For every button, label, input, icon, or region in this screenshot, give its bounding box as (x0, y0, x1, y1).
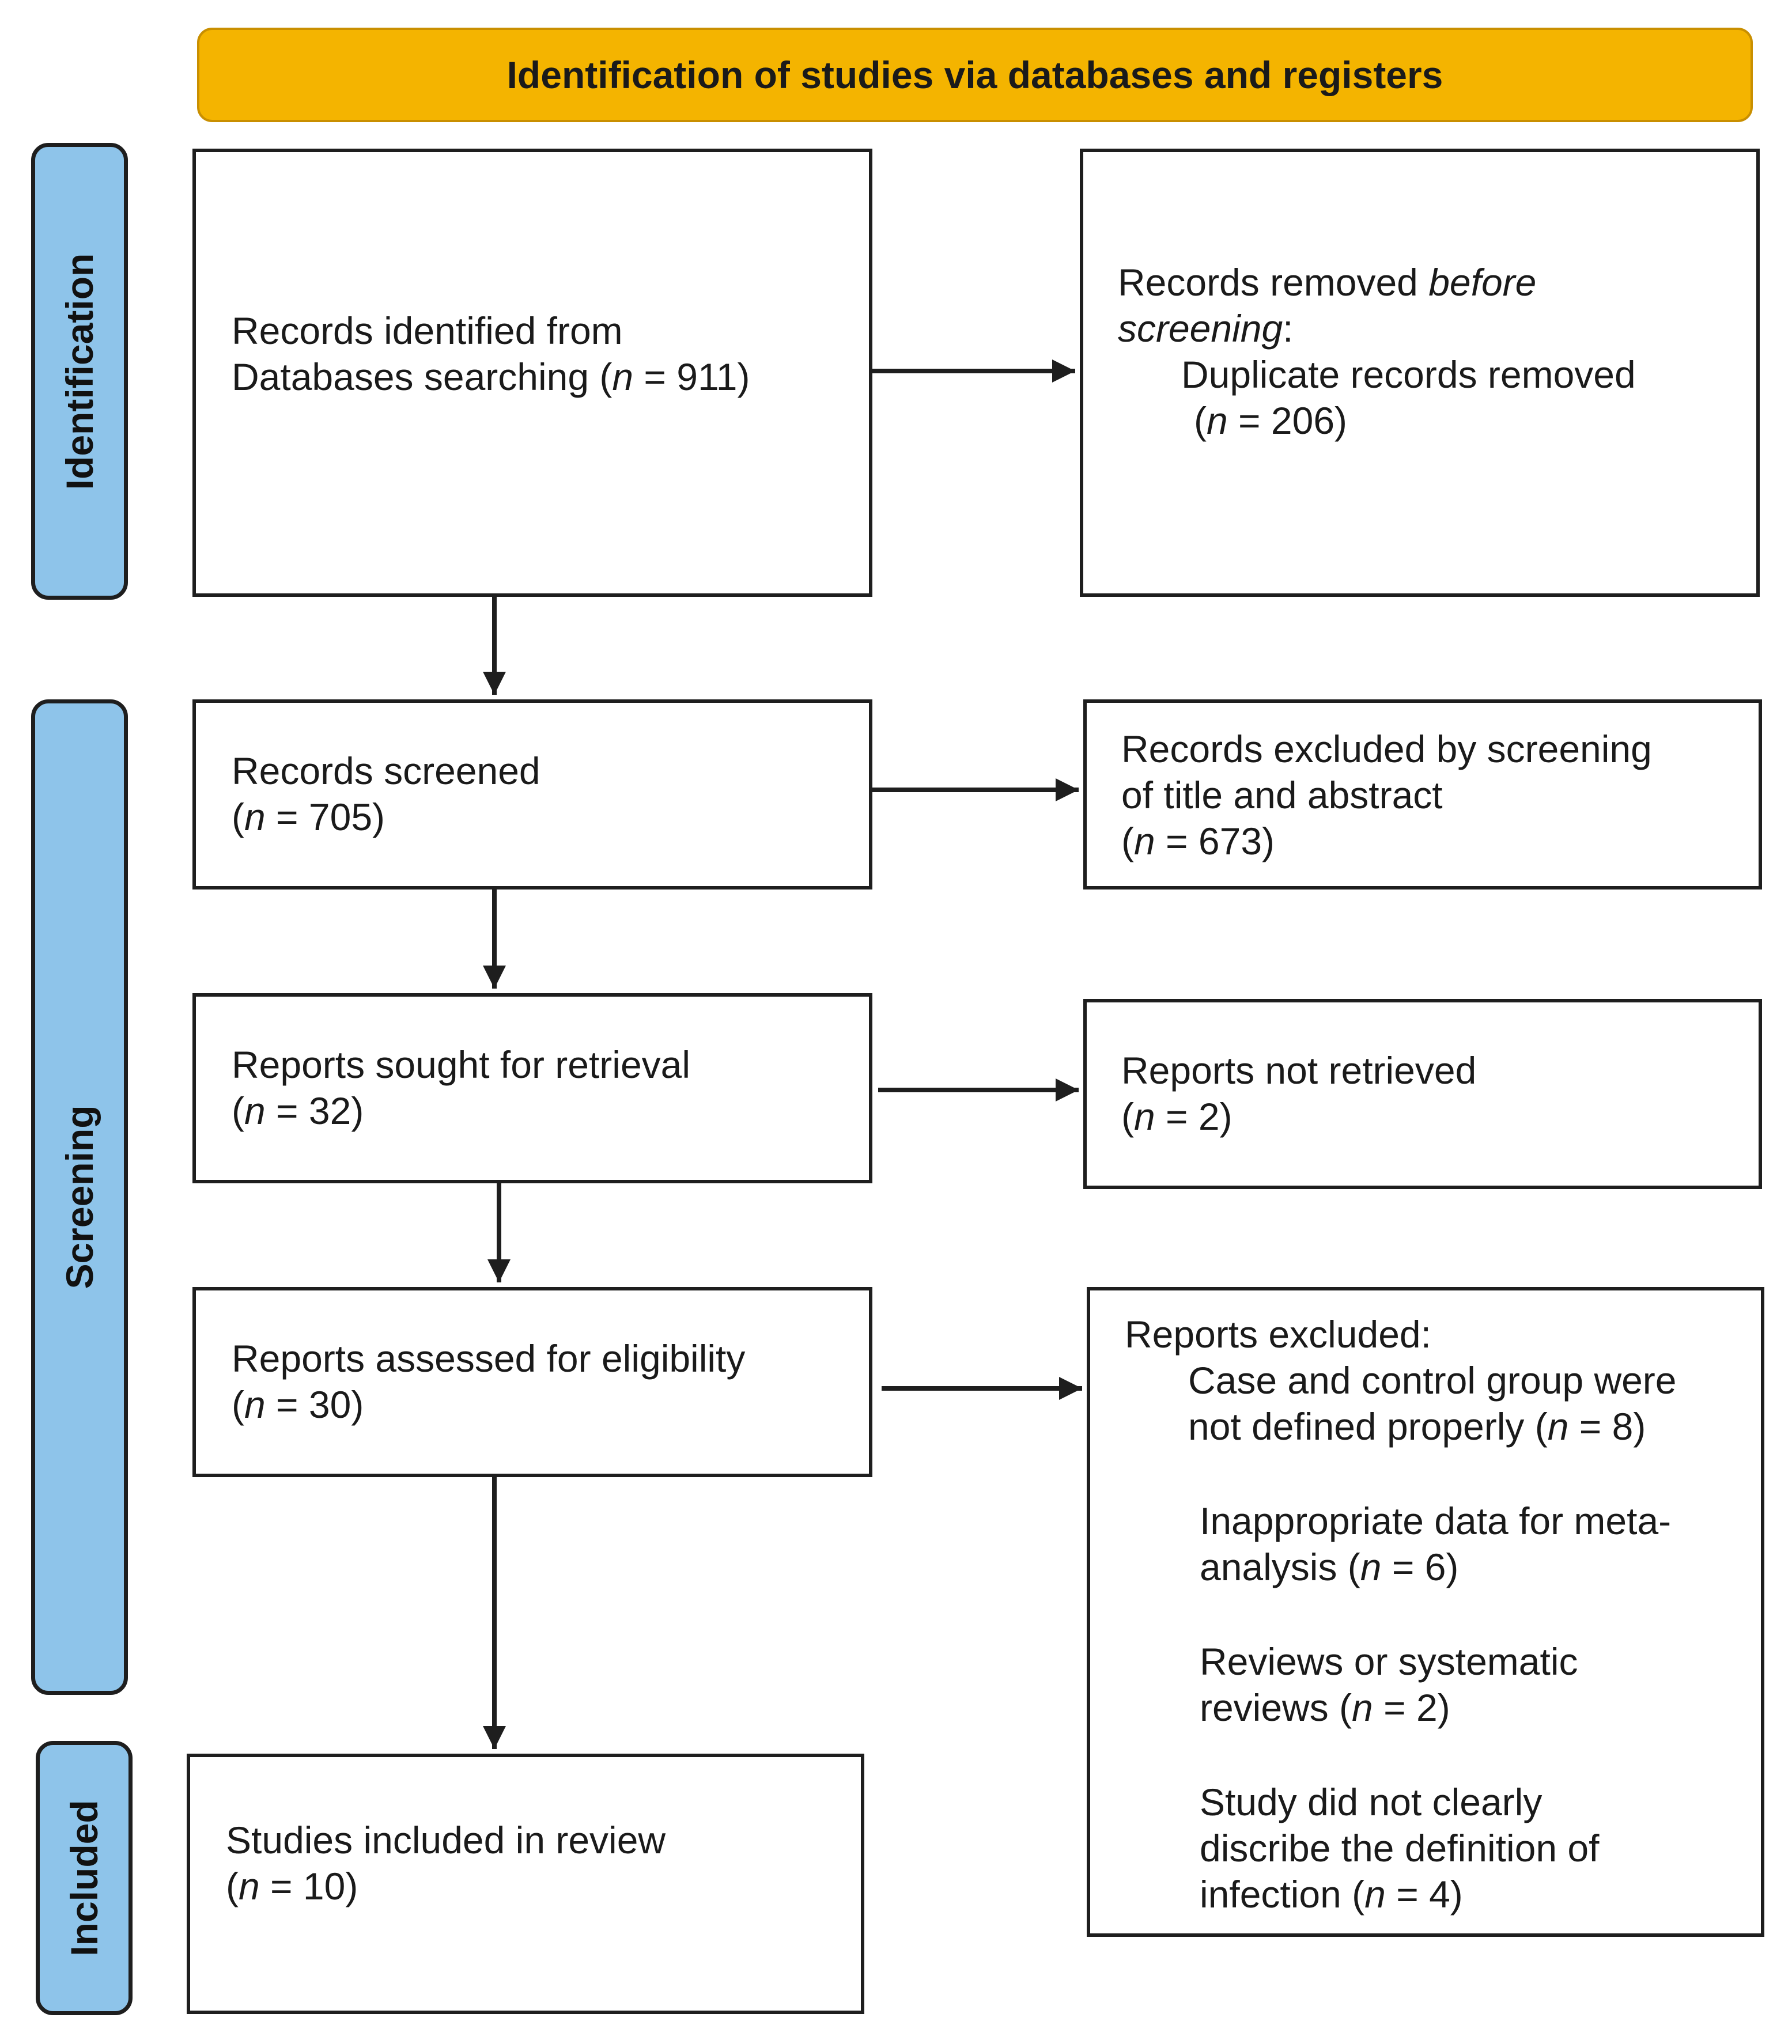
exclusion-reason-3-line2: reviews (n = 2) (1200, 1686, 1450, 1729)
reports-excluded-heading: Reports excluded: (1125, 1313, 1431, 1356)
exclusion-reason-4-line3: infection (n = 4) (1200, 1873, 1463, 1916)
records-removed-box: Records removed before screening: Duplic… (1080, 149, 1760, 597)
reports-sought-line1: Reports sought for retrieval (232, 1043, 691, 1086)
duplicate-records-line: Duplicate records removed (1181, 353, 1636, 396)
records-identified-box: Records identified from Databases search… (192, 149, 872, 597)
duplicate-records-count: (n = 206) (1194, 399, 1348, 442)
records-removed-line2: screening: (1118, 307, 1294, 350)
reports-assessed-count: (n = 30) (232, 1383, 364, 1426)
reports-not-retrieved-line1: Reports not retrieved (1121, 1049, 1477, 1092)
exclusion-reason-1-line1: Case and control group were (1188, 1359, 1677, 1402)
reports-excluded-box: Reports excluded: Case and control group… (1087, 1287, 1764, 1937)
exclusion-reason-2-line2: analysis (n = 6) (1200, 1546, 1459, 1588)
records-excluded-box: Records excluded by screening of title a… (1083, 699, 1762, 889)
records-screened-count: (n = 705) (232, 796, 385, 838)
reports-assessed-line1: Reports assessed for eligibility (232, 1337, 746, 1380)
exclusion-reason-3-line1: Reviews or systematic (1200, 1640, 1578, 1683)
exclusion-reason-4-line1: Study did not clearly (1200, 1781, 1543, 1823)
phase-included: Included (36, 1741, 133, 2015)
exclusion-reason-4-line2: discribe the definition of (1200, 1827, 1600, 1869)
records-excluded-count: (n = 673) (1121, 820, 1275, 862)
records-identified-line2: Databases searching (n = 911) (232, 355, 750, 398)
records-screened-box: Records screened (n = 705) (192, 699, 872, 889)
reports-assessed-box: Reports assessed for eligibility (n = 30… (192, 1287, 872, 1477)
reports-not-retrieved-count: (n = 2) (1121, 1095, 1233, 1138)
reports-not-retrieved-box: Reports not retrieved (n = 2) (1083, 999, 1762, 1189)
records-excluded-line1: Records excluded by screening (1121, 728, 1652, 770)
records-excluded-line2: of title and abstract (1121, 774, 1443, 816)
header-title: Identification of studies via databases … (506, 54, 1443, 96)
reports-sought-count: (n = 32) (232, 1089, 364, 1132)
phase-screening: Screening (31, 699, 128, 1695)
studies-included-line1: Studies included in review (226, 1819, 666, 1861)
records-screened-line1: Records screened (232, 750, 540, 792)
exclusion-reason-1-line2: not defined properly (n = 8) (1188, 1405, 1646, 1448)
header-banner: Identification of studies via databases … (197, 28, 1753, 122)
studies-included-count: (n = 10) (226, 1865, 358, 1907)
exclusion-reason-2-line1: Inappropriate data for meta- (1200, 1500, 1672, 1542)
records-removed-line1: Records removed before (1118, 261, 1537, 304)
phase-identification: Identification (31, 143, 128, 600)
studies-included-box: Studies included in review (n = 10) (187, 1754, 864, 2014)
records-identified-line1: Records identified from (232, 309, 623, 352)
reports-sought-box: Reports sought for retrieval (n = 32) (192, 993, 872, 1183)
